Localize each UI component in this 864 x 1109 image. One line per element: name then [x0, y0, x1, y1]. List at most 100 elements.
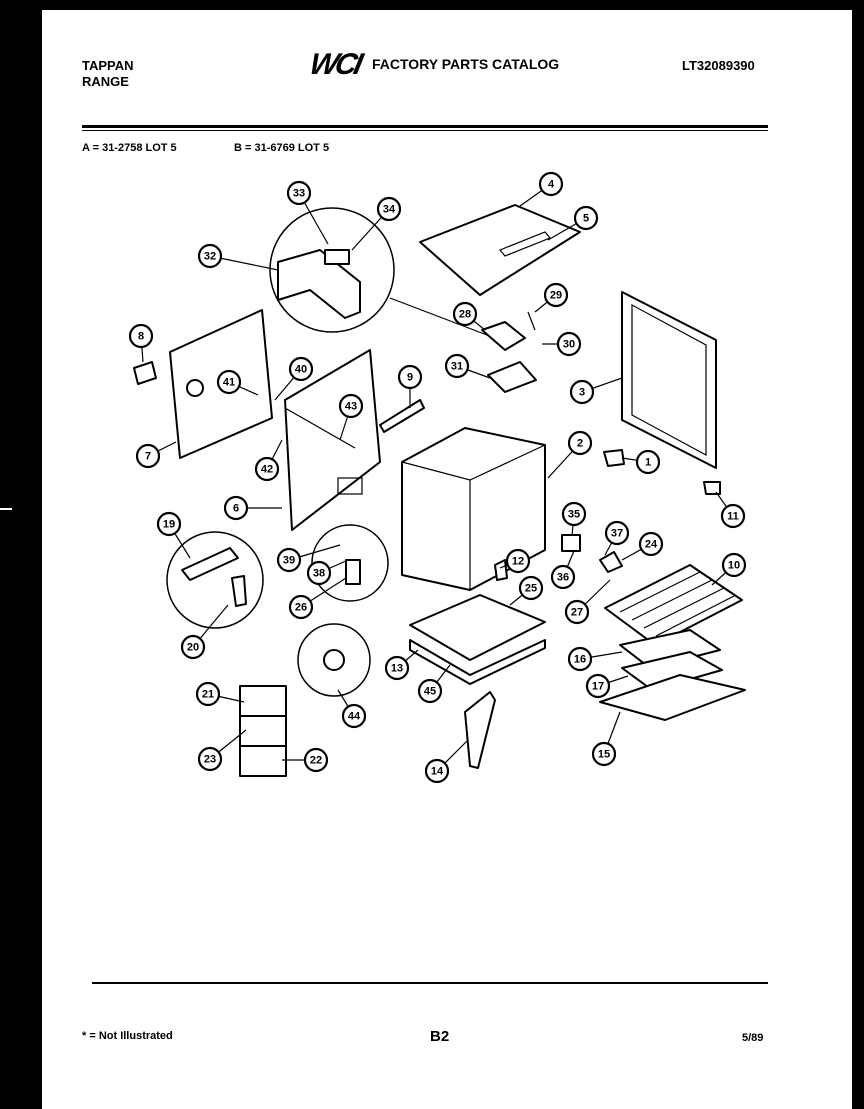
callout-44: 44: [341, 703, 367, 729]
part-broiler-pan-16: [619, 629, 721, 669]
callout-label: 9: [407, 372, 413, 384]
part-pin-12: [494, 559, 508, 581]
part-insert-17: [621, 651, 723, 691]
callout-38: 38: [306, 560, 332, 586]
part-rod-14: [464, 691, 496, 769]
part-bracket-24: [599, 551, 623, 573]
part-box-22: [239, 745, 287, 777]
callout-label: 15: [598, 749, 610, 761]
part-screw-29: [527, 311, 536, 331]
part-tray-15: [599, 674, 746, 721]
callout-label: 6: [233, 503, 239, 515]
catalog-title: FACTORY PARTS CATALOG: [372, 56, 560, 72]
callout-label: 34: [383, 204, 396, 216]
callout-label: 43: [345, 401, 357, 413]
callout-label: 29: [550, 290, 562, 302]
callout-28: 28: [452, 301, 478, 327]
callout-label: 33: [293, 188, 305, 200]
callout-label: 3: [579, 387, 585, 399]
callout-label: 14: [431, 766, 444, 778]
detail-circle-44: [297, 623, 371, 697]
callout-label: 19: [163, 519, 175, 531]
callout-label: 20: [187, 642, 199, 654]
callout-45: 45: [417, 678, 443, 704]
leader-detail-top: [389, 297, 501, 341]
callout-3: 3: [569, 379, 595, 405]
part-valve-manifold-19: [181, 547, 239, 581]
callout-label: 35: [568, 509, 580, 521]
part-box-23: [239, 715, 287, 747]
callout-43: 43: [338, 393, 364, 419]
callout-9: 9: [397, 364, 423, 390]
callout-label: 32: [204, 251, 216, 263]
callout-label: 25: [525, 583, 537, 595]
callout-20: 20: [180, 634, 206, 660]
callout-13: 13: [384, 655, 410, 681]
callout-10: 10: [721, 552, 747, 578]
callout-7: 7: [135, 443, 161, 469]
part-rear-panel-6: [284, 349, 381, 531]
callout-1: 1: [635, 449, 661, 475]
callout-6: 6: [223, 495, 249, 521]
part-drawer-13: [409, 639, 546, 685]
header-rule-thin: [82, 130, 768, 131]
callout-label: 22: [310, 755, 322, 767]
callout-label: 41: [223, 377, 235, 389]
callout-33: 33: [286, 180, 312, 206]
part-bracket-9: [379, 399, 425, 433]
footer-rule: [92, 982, 768, 984]
part-switch-28: [481, 321, 526, 351]
header-rule: [82, 125, 768, 128]
callout-label: 7: [145, 451, 151, 463]
lot-a-label: A = 31-2758 LOT 5: [82, 142, 177, 154]
callout-15: 15: [591, 741, 617, 767]
callout-group: 1234567891011121314151617192021222324252…: [128, 171, 747, 784]
callout-19: 19: [156, 511, 182, 537]
callout-label: 28: [459, 309, 471, 321]
part-sensor-35: [561, 534, 581, 552]
detail-circle-burner: [311, 524, 389, 602]
part-label-8: [133, 361, 157, 385]
callout-42: 42: [254, 456, 280, 482]
callout-40: 40: [288, 356, 314, 382]
callout-label: 45: [424, 686, 436, 698]
callout-17: 17: [585, 673, 611, 699]
callout-label: 11: [727, 511, 739, 523]
callout-37: 37: [604, 520, 630, 546]
callout-32: 32: [197, 243, 223, 269]
part-oven-rack-10: [604, 564, 743, 646]
callout-label: 12: [512, 556, 524, 568]
part-handle-5: [499, 231, 551, 257]
callout-35: 35: [561, 501, 587, 527]
callout-23: 23: [197, 746, 223, 772]
callout-8: 8: [128, 323, 154, 349]
part-clip-34: [324, 249, 350, 265]
callout-label: 8: [138, 331, 144, 343]
callout-12: 12: [505, 548, 531, 574]
callout-29: 29: [543, 282, 569, 308]
lot-b-label: B = 31-6769 LOT 5: [234, 142, 330, 154]
model-number: LT32089390: [682, 58, 755, 73]
part-hinge-1: [603, 449, 625, 467]
callout-label: 42: [261, 464, 273, 476]
catalog-date: 5/89: [742, 1032, 764, 1044]
part-bracket-31: [487, 361, 537, 393]
callout-30: 30: [556, 331, 582, 357]
part-knob-44: [323, 649, 345, 671]
part-oven-body-2: [401, 427, 546, 591]
callout-41: 41: [216, 369, 242, 395]
callout-11: 11: [720, 503, 746, 529]
detail-circle-igniter: [166, 531, 264, 629]
callout-label: 1: [645, 457, 651, 469]
callout-label: 44: [348, 711, 361, 723]
callout-label: 31: [451, 361, 463, 373]
callout-39: 39: [276, 547, 302, 573]
callout-label: 36: [557, 572, 569, 584]
product-type: RANGE: [82, 74, 129, 89]
callout-label: 10: [728, 560, 740, 572]
footnote: * = Not Illustrated: [82, 1030, 173, 1042]
callout-label: 2: [577, 438, 583, 450]
callout-21: 21: [195, 681, 221, 707]
callout-2: 2: [567, 430, 593, 456]
